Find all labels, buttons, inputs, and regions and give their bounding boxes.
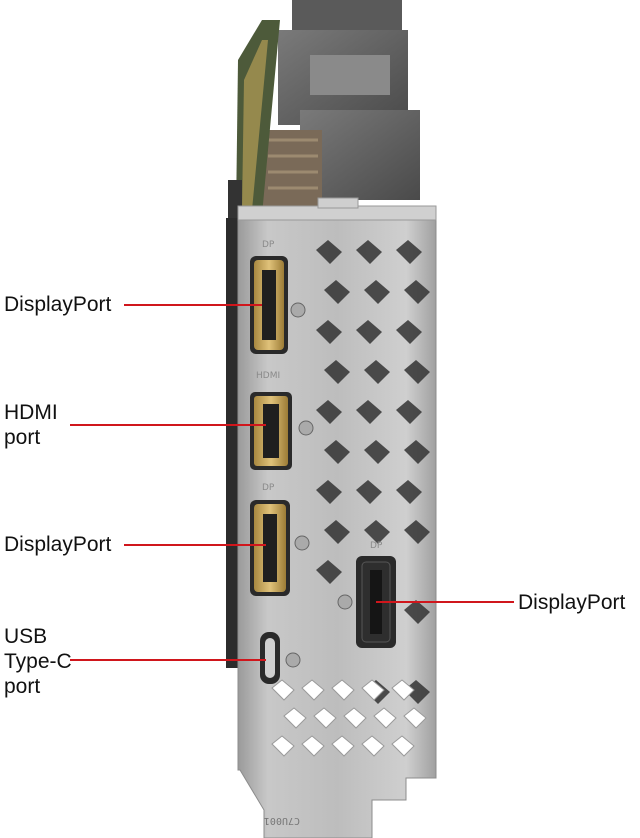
vent-hole (283, 707, 307, 729)
vent-hole (313, 707, 337, 729)
vent-hole (301, 735, 325, 757)
vent-hole (343, 707, 367, 729)
vent-hole (324, 440, 350, 464)
hdmi-port: HDMI (250, 371, 314, 470)
vent-hole (403, 707, 427, 729)
vent-grid (271, 240, 430, 757)
vent-hole (324, 520, 350, 544)
vent-hole (316, 400, 342, 424)
label-displayport-middle: DisplayPort (4, 532, 111, 557)
vent-hole (316, 240, 342, 264)
label-line: DisplayPort (518, 591, 626, 614)
mark-dp-right: DP (370, 541, 383, 551)
vent-hole (356, 320, 382, 344)
label-line: port (4, 426, 41, 449)
vent-hole (331, 735, 355, 757)
label-hdmi-port: HDMI port (4, 400, 74, 450)
vent-hole (316, 560, 342, 584)
bracket-code-stamp: C7U001 (264, 815, 300, 826)
label-line: port (4, 675, 41, 698)
pcb-side (226, 218, 240, 668)
mark-dp-middle: DP (262, 483, 275, 493)
vent-hole (356, 480, 382, 504)
vent-hole (404, 360, 430, 384)
vent-hole (356, 240, 382, 264)
vent-hole (271, 679, 295, 701)
usb-c-port (260, 632, 301, 684)
vent-hole (324, 360, 350, 384)
label-line: Type-C (4, 650, 72, 673)
vent-hole (404, 600, 430, 624)
label-usb-c-port: USB Type-C port (4, 624, 84, 699)
label-line: DisplayPort (4, 293, 112, 316)
vent-hole (316, 320, 342, 344)
vent-hole (316, 480, 342, 504)
vent-hole (301, 679, 325, 701)
label-line: DisplayPort (4, 533, 112, 556)
vent-hole (391, 735, 415, 757)
gpu-cooler (228, 0, 420, 220)
vent-hole (396, 320, 422, 344)
vent-hole (404, 280, 430, 304)
label-line: HDMI (4, 401, 58, 424)
vent-hole (404, 680, 430, 704)
vent-hole (324, 280, 350, 304)
mark-hdmi: HDMI (256, 371, 280, 381)
label-displayport-top: DisplayPort (4, 292, 111, 317)
vent-hole (364, 280, 390, 304)
mark-dp-top: DP (262, 240, 275, 250)
vent-hole (396, 480, 422, 504)
vent-hole (364, 520, 390, 544)
vent-hole (391, 679, 415, 701)
label-line: USB (4, 625, 48, 648)
vent-hole (364, 360, 390, 384)
callout-lines (70, 304, 514, 661)
displayport-top: DP (250, 240, 306, 354)
displayport-middle: DP (250, 483, 310, 596)
vent-hole (396, 400, 422, 424)
vent-hole (356, 400, 382, 424)
vent-hole (361, 735, 385, 757)
vent-hole (396, 240, 422, 264)
vent-hole (364, 440, 390, 464)
vent-hole (331, 679, 355, 701)
vent-hole (404, 440, 430, 464)
label-displayport-right: DisplayPort (518, 590, 625, 615)
vent-hole (373, 707, 397, 729)
vent-hole (361, 679, 385, 701)
vent-hole (404, 520, 430, 544)
vent-hole (271, 735, 295, 757)
